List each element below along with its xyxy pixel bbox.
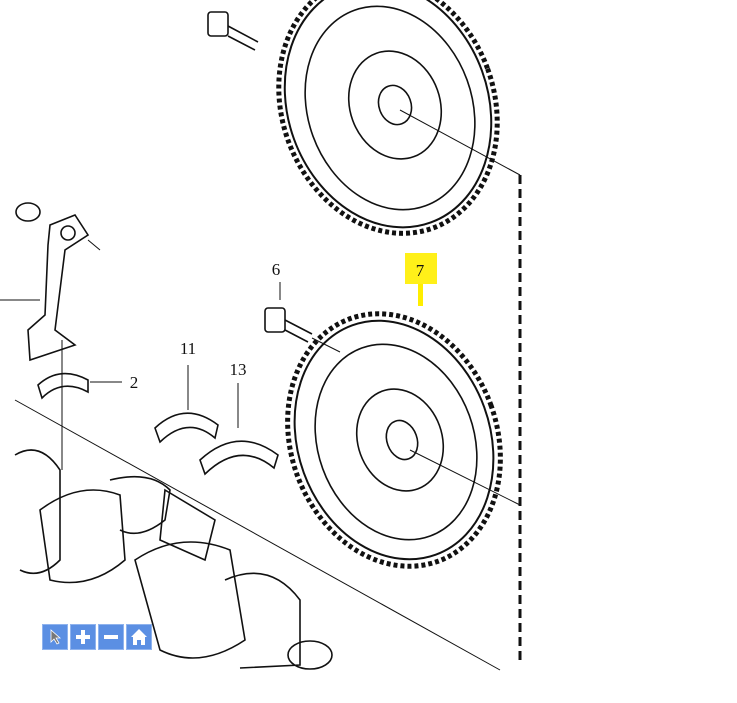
callout-7-highlighted[interactable]: 7 bbox=[405, 253, 437, 306]
select-button[interactable] bbox=[42, 624, 68, 650]
diagram-toolbar bbox=[42, 624, 152, 650]
bearing-shell-11 bbox=[154, 365, 219, 444]
bolt-6 bbox=[264, 282, 341, 353]
pointer-icon bbox=[50, 629, 62, 645]
zoom-in-button[interactable] bbox=[70, 624, 96, 650]
callout-2[interactable]: 2 bbox=[130, 373, 139, 392]
upper-bolt bbox=[207, 11, 259, 51]
callout-6[interactable]: 6 bbox=[272, 260, 281, 279]
home-button[interactable] bbox=[126, 624, 152, 650]
home-icon bbox=[131, 629, 147, 645]
bearing-shell-2 bbox=[37, 372, 122, 400]
bearing-shell-13 bbox=[199, 383, 279, 476]
crankshaft bbox=[14, 340, 501, 671]
callout-7[interactable]: 7 bbox=[416, 261, 425, 280]
zoom-out-button[interactable] bbox=[98, 624, 124, 650]
minus-icon bbox=[104, 635, 118, 639]
callout-13[interactable]: 13 bbox=[230, 360, 247, 379]
connecting-rod bbox=[0, 202, 101, 362]
lower-flywheel bbox=[285, 311, 521, 569]
plus-icon bbox=[76, 630, 90, 644]
callout-11[interactable]: 11 bbox=[180, 339, 196, 358]
upper-flywheel bbox=[276, 0, 521, 236]
